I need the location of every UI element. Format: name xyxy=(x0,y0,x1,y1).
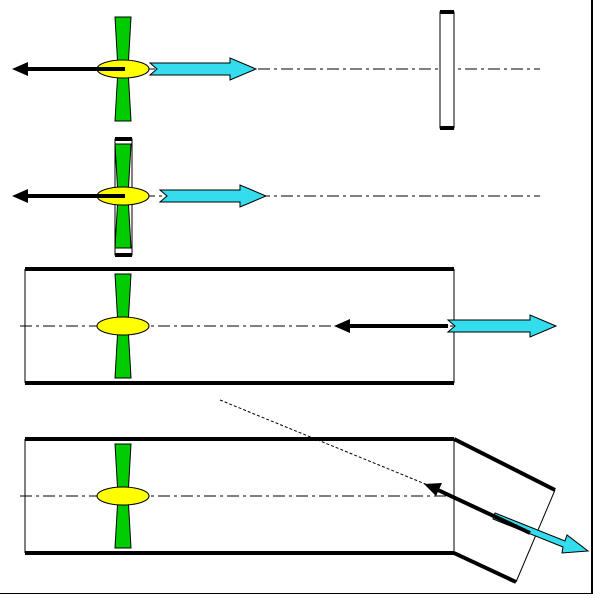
panel-1 xyxy=(12,10,540,130)
arrow-right-icon xyxy=(148,57,258,81)
frame-border-right xyxy=(591,0,593,594)
nozzle-wall-bottom xyxy=(453,551,517,584)
propeller-icon xyxy=(96,273,150,379)
arrow-right-icon xyxy=(158,184,268,208)
arrow-right-icon xyxy=(492,512,590,554)
plate-obstacle xyxy=(439,11,455,129)
panel-3 xyxy=(20,267,558,385)
propeller-icon xyxy=(96,443,150,549)
arrow-left-icon xyxy=(437,488,531,535)
nozzle-wall-top xyxy=(453,437,556,492)
deflection-line xyxy=(219,399,441,491)
arrow-right-icon xyxy=(446,314,558,338)
panel-4 xyxy=(20,399,590,584)
panel-2 xyxy=(12,137,540,257)
